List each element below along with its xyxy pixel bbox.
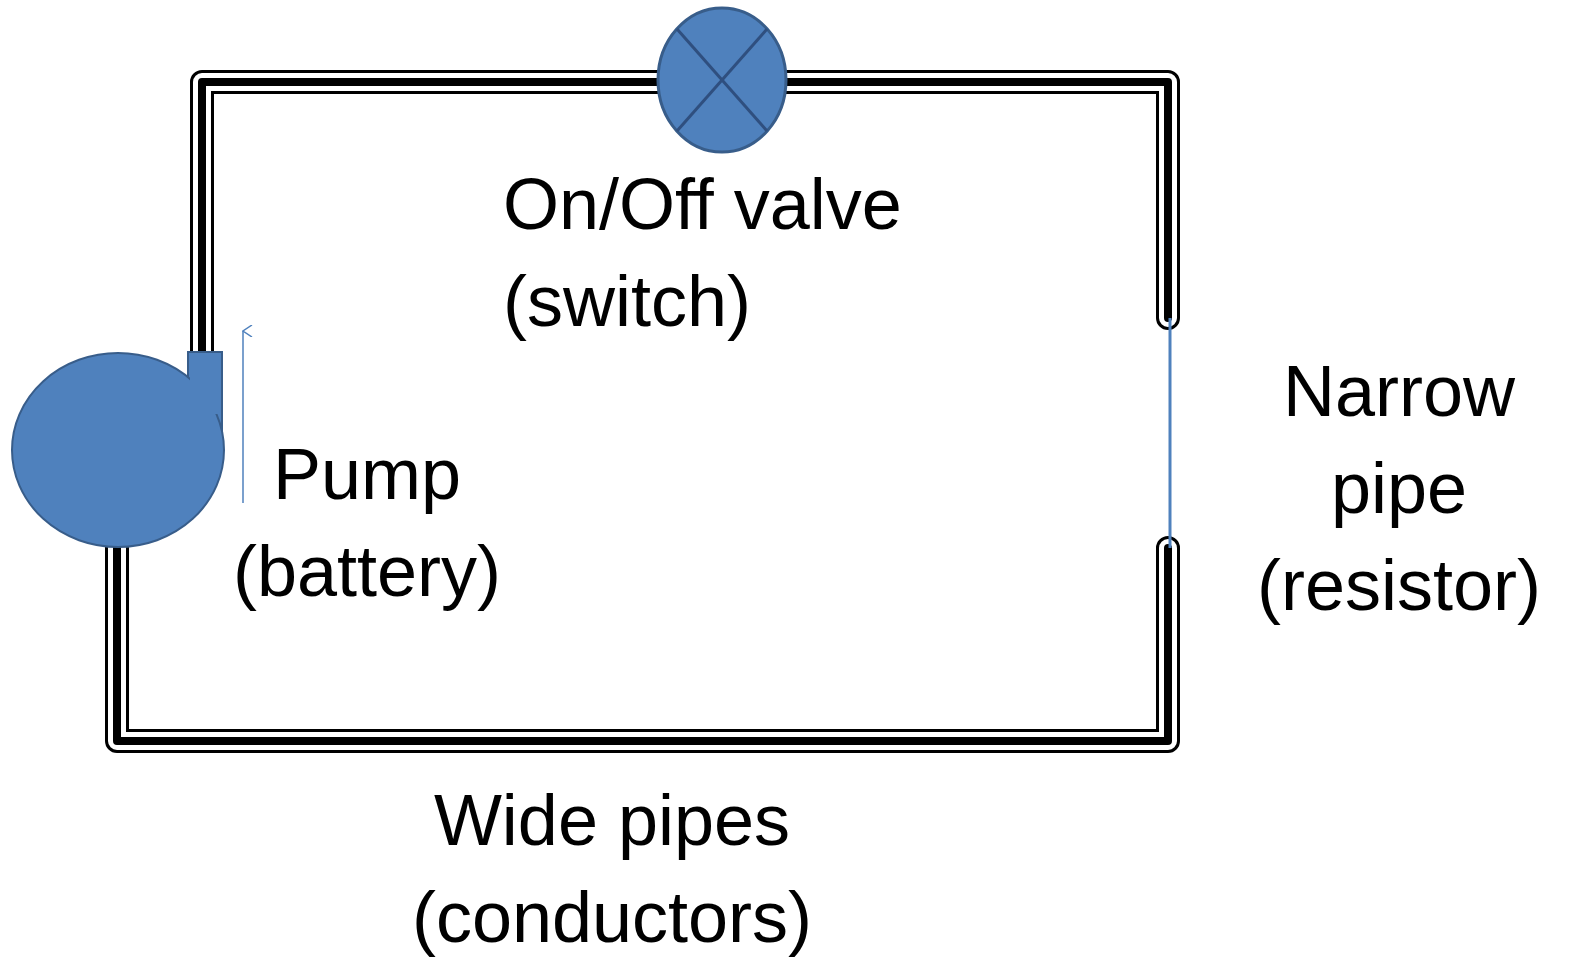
wide-pipes bbox=[117, 82, 1168, 741]
switch-label: On/Off valve (switch) bbox=[503, 156, 933, 350]
pump-outlet-fill bbox=[190, 354, 220, 414]
pump-body bbox=[12, 353, 224, 547]
conductor-label: Wide pipes (conductors) bbox=[397, 772, 827, 966]
flow-arrow bbox=[242, 331, 244, 503]
pump-symbol bbox=[12, 352, 224, 547]
valve-cross bbox=[677, 29, 767, 131]
valve-body bbox=[658, 8, 786, 152]
valve-cross bbox=[677, 29, 767, 131]
narrow-pipe bbox=[1169, 318, 1172, 548]
battery-label: Pump (battery) bbox=[217, 426, 517, 620]
valve-symbol bbox=[658, 8, 786, 152]
resistor-label: Narrow pipe (resistor) bbox=[1249, 343, 1549, 634]
